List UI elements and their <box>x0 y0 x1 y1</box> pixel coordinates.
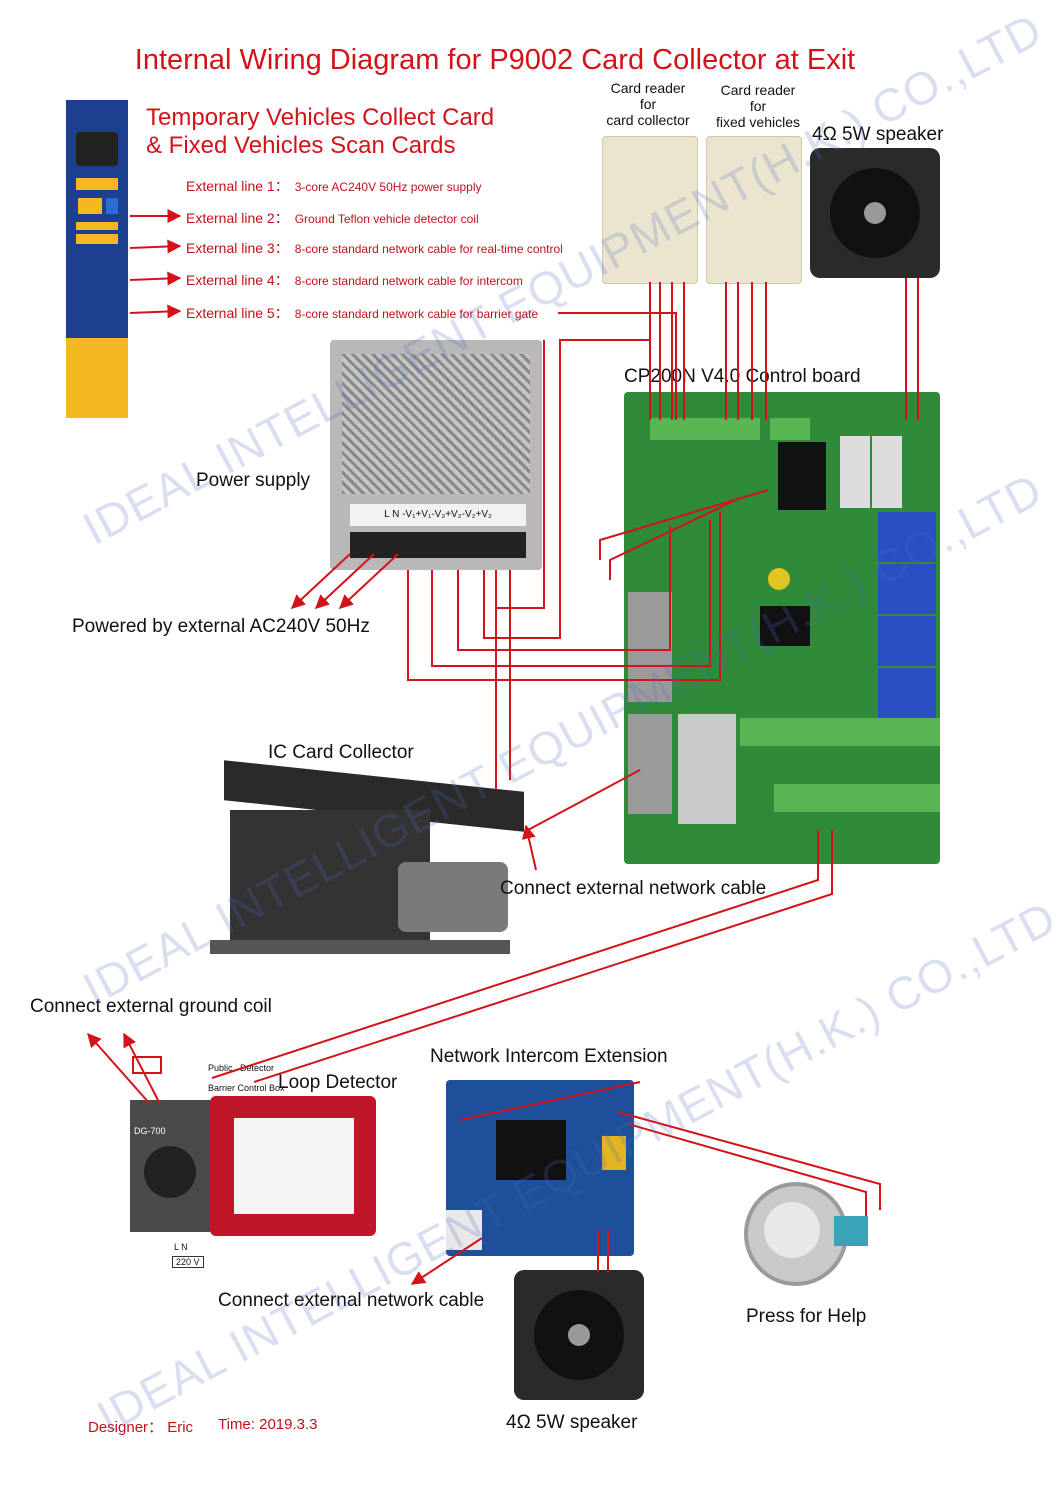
loop-detector-small-label: Detector <box>240 1063 275 1073</box>
speaker-top <box>810 148 940 278</box>
card-reader-fixed-line-2: for <box>749 98 767 114</box>
ground-coil-symbol <box>132 1056 162 1074</box>
external-line-4-desc: 8-core standard network cable for interc… <box>294 274 523 288</box>
speaker-top-label: 4Ω 5W speaker <box>812 124 944 145</box>
card-reader-fixed-line-1: Card reader <box>720 82 796 98</box>
powered-by-label: Powered by external AC240V 50Hz <box>72 616 370 637</box>
subtitle: Temporary Vehicles Collect Card & Fixed … <box>146 104 494 160</box>
loop-detector-base: DG-700 <box>130 1100 210 1232</box>
speaker-bottom <box>514 1270 644 1400</box>
arrow-external-3 <box>129 239 182 254</box>
arrow-external-4 <box>129 271 182 286</box>
loop-barrier-label: Barrier Control Box <box>208 1083 285 1093</box>
subtitle-line-2: & Fixed Vehicles Scan Cards <box>146 132 456 159</box>
loop-220v-label: 220 V <box>172 1256 204 1268</box>
card-reader-fixed <box>706 136 802 284</box>
connect-network-2-label: Connect external network cable <box>218 1290 485 1311</box>
help-button-device <box>738 1176 868 1286</box>
connect-ground-coil-label: Connect external ground coil <box>30 996 272 1017</box>
network-intercom-label: Network Intercom Extension <box>430 1046 668 1067</box>
power-supply-label: Power supply <box>196 470 311 491</box>
loop-detector-label: Loop Detector <box>278 1072 398 1093</box>
subtitle-line-1: Temporary Vehicles Collect Card <box>146 104 495 131</box>
external-line-2: External line 2： Ground Teflon vehicle de… <box>186 208 479 228</box>
card-reader-collector <box>602 136 698 284</box>
connect-network-1-label: Connect external network cable <box>500 878 767 899</box>
external-line-3: External line 3： 8-core standard network … <box>186 238 563 258</box>
power-terminal-labels: L N -V₁+V₁-V₂+V₂-V₂+V₂ <box>350 504 526 526</box>
external-line-5: External line 5： 8-core standard network … <box>186 303 538 323</box>
external-line-3-label: External line 3： <box>186 240 289 256</box>
card-reader-collector-line-3: card collector <box>606 112 690 128</box>
press-for-help-label: Press for Help <box>746 1306 867 1327</box>
arrow-external-5 <box>129 304 182 319</box>
external-line-5-desc: 8-core standard network cable for barrie… <box>294 307 539 321</box>
ic-card-collector-label: IC Card Collector <box>268 742 414 763</box>
designer-label: Designer： Eric <box>88 1419 194 1436</box>
card-reader-collector-line-1: Card reader <box>610 80 686 96</box>
external-line-2-label: External line 2： <box>186 210 289 226</box>
external-line-1-label: External line 1： <box>186 178 289 194</box>
control-board <box>624 392 940 864</box>
card-reader-fixed-line-3: fixed vehicles <box>715 114 801 130</box>
loop-detector-unit <box>210 1096 376 1236</box>
external-line-3-desc: 8-core standard network cable for real-t… <box>294 242 563 256</box>
time-label: Time: 2019.3.3 <box>218 1416 318 1433</box>
speaker-bottom-label: 4Ω 5W speaker <box>506 1412 638 1433</box>
loop-public-label: Public <box>208 1063 233 1073</box>
external-line-2-desc: Ground Teflon vehicle detector coil <box>294 212 479 226</box>
card-reader-collector-line-2: for <box>639 96 657 112</box>
card-reader-collector-label: Card reader for card collector <box>596 80 700 128</box>
network-intercom-board <box>446 1080 634 1256</box>
external-line-1: External line 1： 3-core AC240V 50Hz power… <box>186 176 482 196</box>
diagram-title: Internal Wiring Diagram for P9002 Card C… <box>134 44 856 76</box>
loop-l-n-label: L N <box>174 1242 188 1252</box>
external-line-5-label: External line 5： <box>186 305 289 321</box>
loop-model-label: DG-700 <box>134 1126 166 1136</box>
external-line-4: External line 4： 8-core standard network … <box>186 270 523 290</box>
external-line-1-desc: 3-core AC240V 50Hz power supply <box>294 180 482 194</box>
external-line-4-label: External line 4： <box>186 272 289 288</box>
card-reader-fixed-label: Card reader for fixed vehicles <box>706 82 810 130</box>
power-supply: L N -V₁+V₁-V₂+V₂-V₂+V₂ <box>330 340 542 570</box>
kiosk-front-panel <box>66 100 128 418</box>
ic-card-collector <box>210 760 528 956</box>
